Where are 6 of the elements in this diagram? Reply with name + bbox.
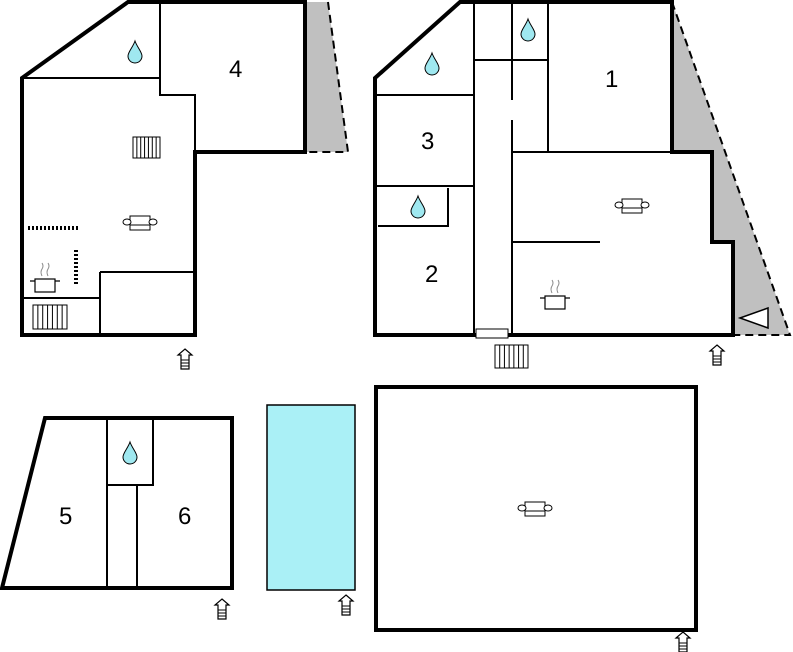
- room-number: 4: [229, 57, 242, 83]
- room-number: 1: [605, 67, 618, 93]
- room-number: 6: [178, 504, 192, 530]
- room-number: 5: [59, 504, 72, 530]
- room-number: 3: [421, 129, 434, 155]
- room-number: 2: [425, 262, 438, 288]
